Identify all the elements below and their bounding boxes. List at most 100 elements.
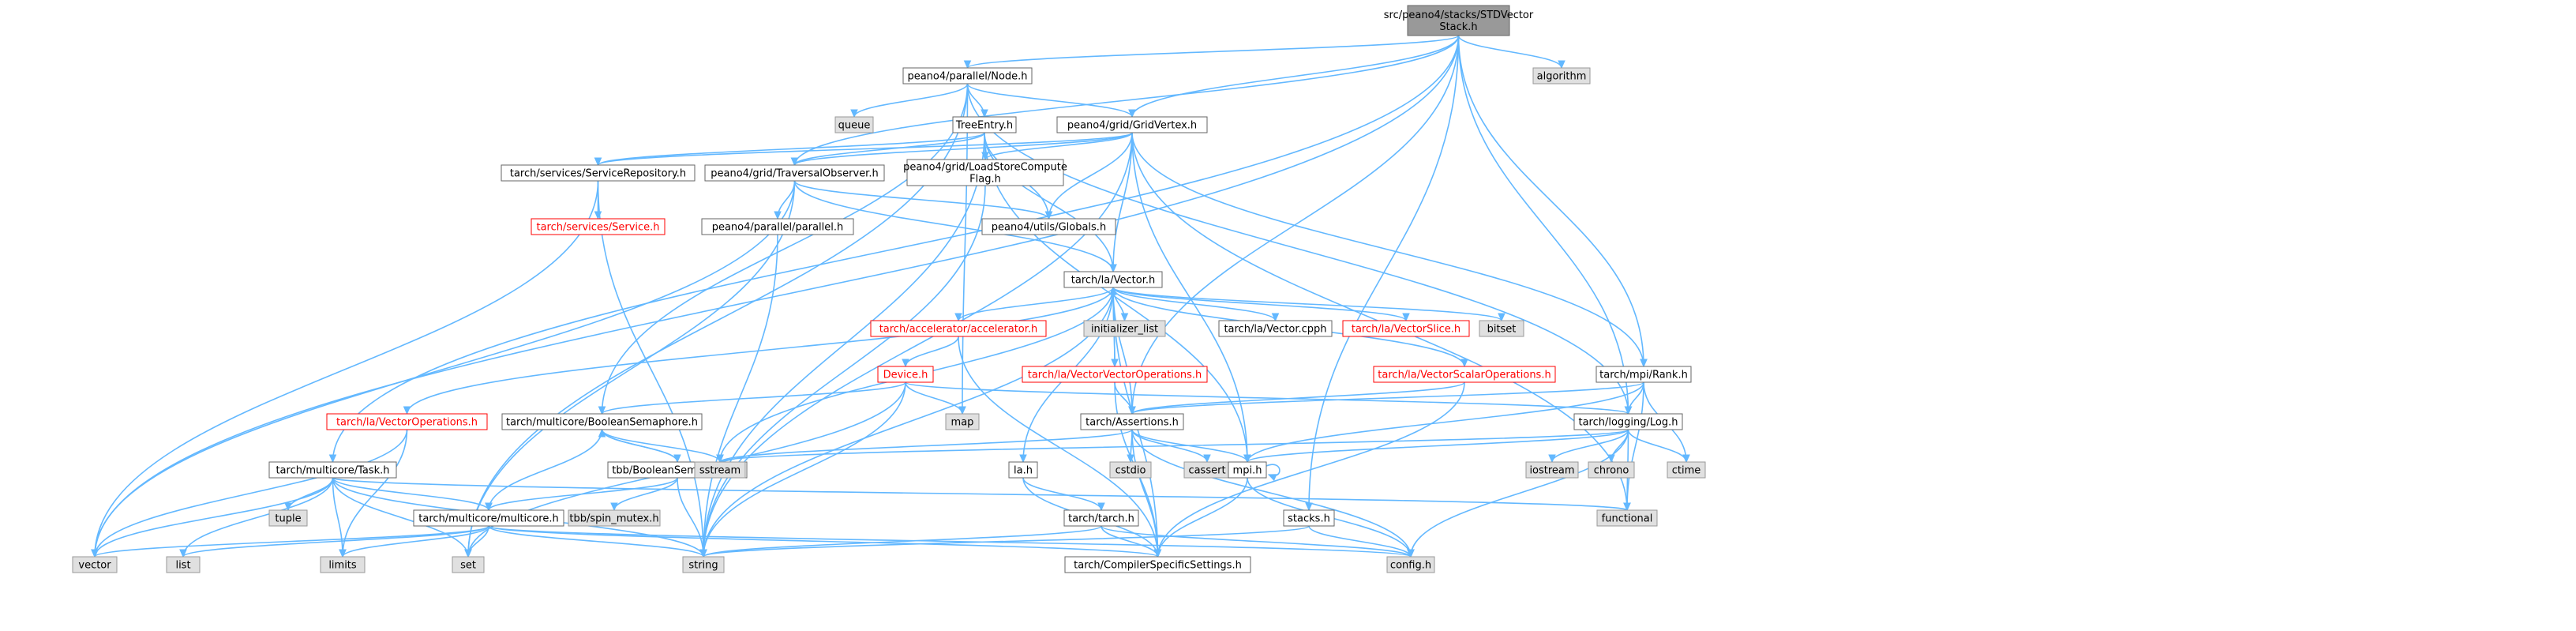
edge-vector-h-to-accel: [958, 287, 1114, 321]
arrowhead-root-to-algorithm: [1558, 60, 1565, 69]
node-queue-label: queue: [838, 120, 871, 132]
edge-boolsem-to-sstream: [601, 429, 721, 463]
edge-vector-h-to-vectorslice: [1112, 287, 1407, 321]
edge-device-to-string: [703, 381, 906, 558]
node-vectorslice[interactable]: tarch/la/VectorSlice.h: [1342, 320, 1470, 337]
node-functional: functional: [1596, 509, 1658, 527]
node-cstdio-box: [1109, 461, 1152, 479]
node-node-h[interactable]: peano4/parallel/Node.h: [902, 67, 1033, 85]
node-vector-h-box: [1063, 271, 1163, 288]
node-gridvertex[interactable]: peano4/grid/GridVertex.h: [1056, 116, 1208, 133]
node-vsops[interactable]: tarch/la/VectorScalarOperations.h: [1373, 366, 1556, 383]
node-stacks[interactable]: stacks.h: [1283, 509, 1335, 527]
node-spinmutex-box: [568, 509, 661, 527]
edge-vsops-to-assertions: [1131, 381, 1465, 415]
node-vectorslice-label: tarch/la/VectorSlice.h: [1352, 324, 1460, 336]
node-sstream-box: [694, 461, 746, 479]
edge-tbbsem-to-string: [677, 477, 704, 558]
node-vector-h[interactable]: tarch/la/Vector.h: [1063, 271, 1163, 288]
edge-root-to-vector: [94, 35, 1460, 558]
arrowhead-traversalobs-to-vector-h: [1109, 264, 1117, 273]
arrowhead-traversalobs-to-globals: [1044, 211, 1053, 220]
node-assertions-label: tarch/Assertions.h: [1086, 417, 1179, 429]
node-cassert-label: cassert: [1188, 465, 1225, 477]
node-string-box: [682, 556, 725, 573]
node-parallel[interactable]: peano4/parallel/parallel.h: [701, 218, 854, 235]
node-tarchh-label: tarch/tarch.h: [1068, 513, 1134, 525]
node-servicerepo-label: tarch/services/ServiceRepository.h: [510, 168, 686, 180]
node-tuple-label: tuple: [275, 513, 301, 525]
edge-log-to-mpi: [1247, 429, 1629, 463]
arrowhead-multicore-to-list: [179, 549, 187, 558]
arrowhead-rank-to-log: [1624, 406, 1633, 415]
edge-mpi-to-compiler: [1157, 477, 1248, 558]
node-traversalobs[interactable]: peano4/grid/TraversalObserver.h: [704, 164, 885, 182]
arrowhead-task-to-tuple: [284, 502, 292, 512]
edge-rank-to-mpi: [1247, 381, 1644, 463]
edge-log-to-sstream: [719, 429, 1629, 463]
node-node-h-label: peano4/parallel/Node.h: [907, 71, 1027, 83]
arrowhead-multicore-to-vector: [91, 549, 99, 558]
node-vecops[interactable]: tarch/la/VectorOperations.h: [326, 413, 488, 430]
edge-accel-to-compiler: [958, 336, 1159, 558]
node-task[interactable]: tarch/multicore/Task.h: [268, 461, 397, 479]
node-mpi[interactable]: mpi.h: [1228, 461, 1267, 479]
edge-device-to-boolsem: [601, 381, 906, 415]
arrowhead-device-to-boolsem: [598, 406, 606, 415]
node-multicore[interactable]: tarch/multicore/multicore.h: [413, 509, 564, 527]
edge-parallel-to-string: [703, 234, 778, 558]
node-accel[interactable]: tarch/accelerator/accelerator.h: [870, 320, 1047, 337]
edge-vector-h-to-vecops: [406, 287, 1114, 415]
edge-multicore-to-compiler: [488, 525, 1159, 558]
edge-multicore-to-vector: [94, 525, 489, 558]
node-rank-label: tarch/mpi/Rank.h: [1599, 370, 1688, 381]
edge-multicore-to-list: [182, 525, 489, 558]
arrowhead-multicore-to-limits: [339, 549, 347, 558]
node-boolsem-label: tarch/multicore/BooleanSemaphore.h: [506, 417, 698, 429]
arrowhead-assertions-to-cassert: [1203, 454, 1211, 464]
node-boolsem[interactable]: tarch/multicore/BooleanSemaphore.h: [501, 413, 703, 430]
edge-stacks-to-config: [1308, 525, 1412, 558]
arrowhead-la-h-to-tarchh: [1097, 502, 1105, 512]
arrowhead-gridvertex-to-loadstore: [981, 152, 989, 161]
node-ctime-label: ctime: [1672, 465, 1701, 477]
node-log[interactable]: tarch/logging/Log.h: [1573, 413, 1683, 430]
node-list-box: [166, 556, 201, 573]
node-device[interactable]: Device.h: [877, 366, 934, 383]
edge-servicerepo-to-vector: [94, 180, 599, 558]
node-rank[interactable]: tarch/mpi/Rank.h: [1595, 366, 1692, 383]
node-list: list: [166, 556, 201, 573]
node-la-h[interactable]: la.h: [1008, 461, 1038, 479]
node-service-label: tarch/services/Service.h: [536, 222, 659, 234]
node-globals[interactable]: peano4/utils/Globals.h: [981, 218, 1116, 235]
node-vvops[interactable]: tarch/la/VectorVectorOperations.h: [1022, 366, 1208, 383]
edge-traversalobs-to-set: [467, 180, 796, 558]
node-treeentry[interactable]: TreeEntry.h: [952, 116, 1017, 133]
node-set: set: [452, 556, 485, 573]
node-vsops-label: tarch/la/VectorScalarOperations.h: [1378, 370, 1550, 381]
node-tuple: tuple: [268, 509, 308, 527]
node-tarchh[interactable]: tarch/tarch.h: [1063, 509, 1139, 527]
edge-vsops-to-compiler: [1157, 381, 1465, 558]
arrowhead-node-h-to-queue: [850, 109, 858, 118]
node-servicerepo[interactable]: tarch/services/ServiceRepository.h: [501, 164, 696, 182]
node-vectorcpph[interactable]: tarch/la/Vector.cpph: [1218, 320, 1333, 337]
node-vecops-label: tarch/la/VectorOperations.h: [336, 417, 478, 429]
edge-la-h-to-tarchh: [1022, 477, 1102, 511]
node-service[interactable]: tarch/services/Service.h: [531, 218, 666, 235]
node-assertions[interactable]: tarch/Assertions.h: [1080, 413, 1184, 430]
arrowhead-servicerepo-to-service: [594, 211, 602, 220]
edge-traversalobs-to-vector: [94, 180, 796, 558]
node-sstream: sstream: [694, 461, 746, 479]
node-queue: queue: [834, 116, 874, 133]
edge-node-h-to-queue: [853, 83, 969, 118]
node-config-box: [1386, 556, 1435, 573]
node-tarchh-box: [1063, 509, 1139, 527]
dependency-arrowheads: [91, 60, 1690, 558]
node-compiler[interactable]: tarch/CompilerSpecificSettings.h: [1064, 556, 1251, 573]
node-set-box: [452, 556, 485, 573]
node-ctime: ctime: [1667, 461, 1706, 479]
